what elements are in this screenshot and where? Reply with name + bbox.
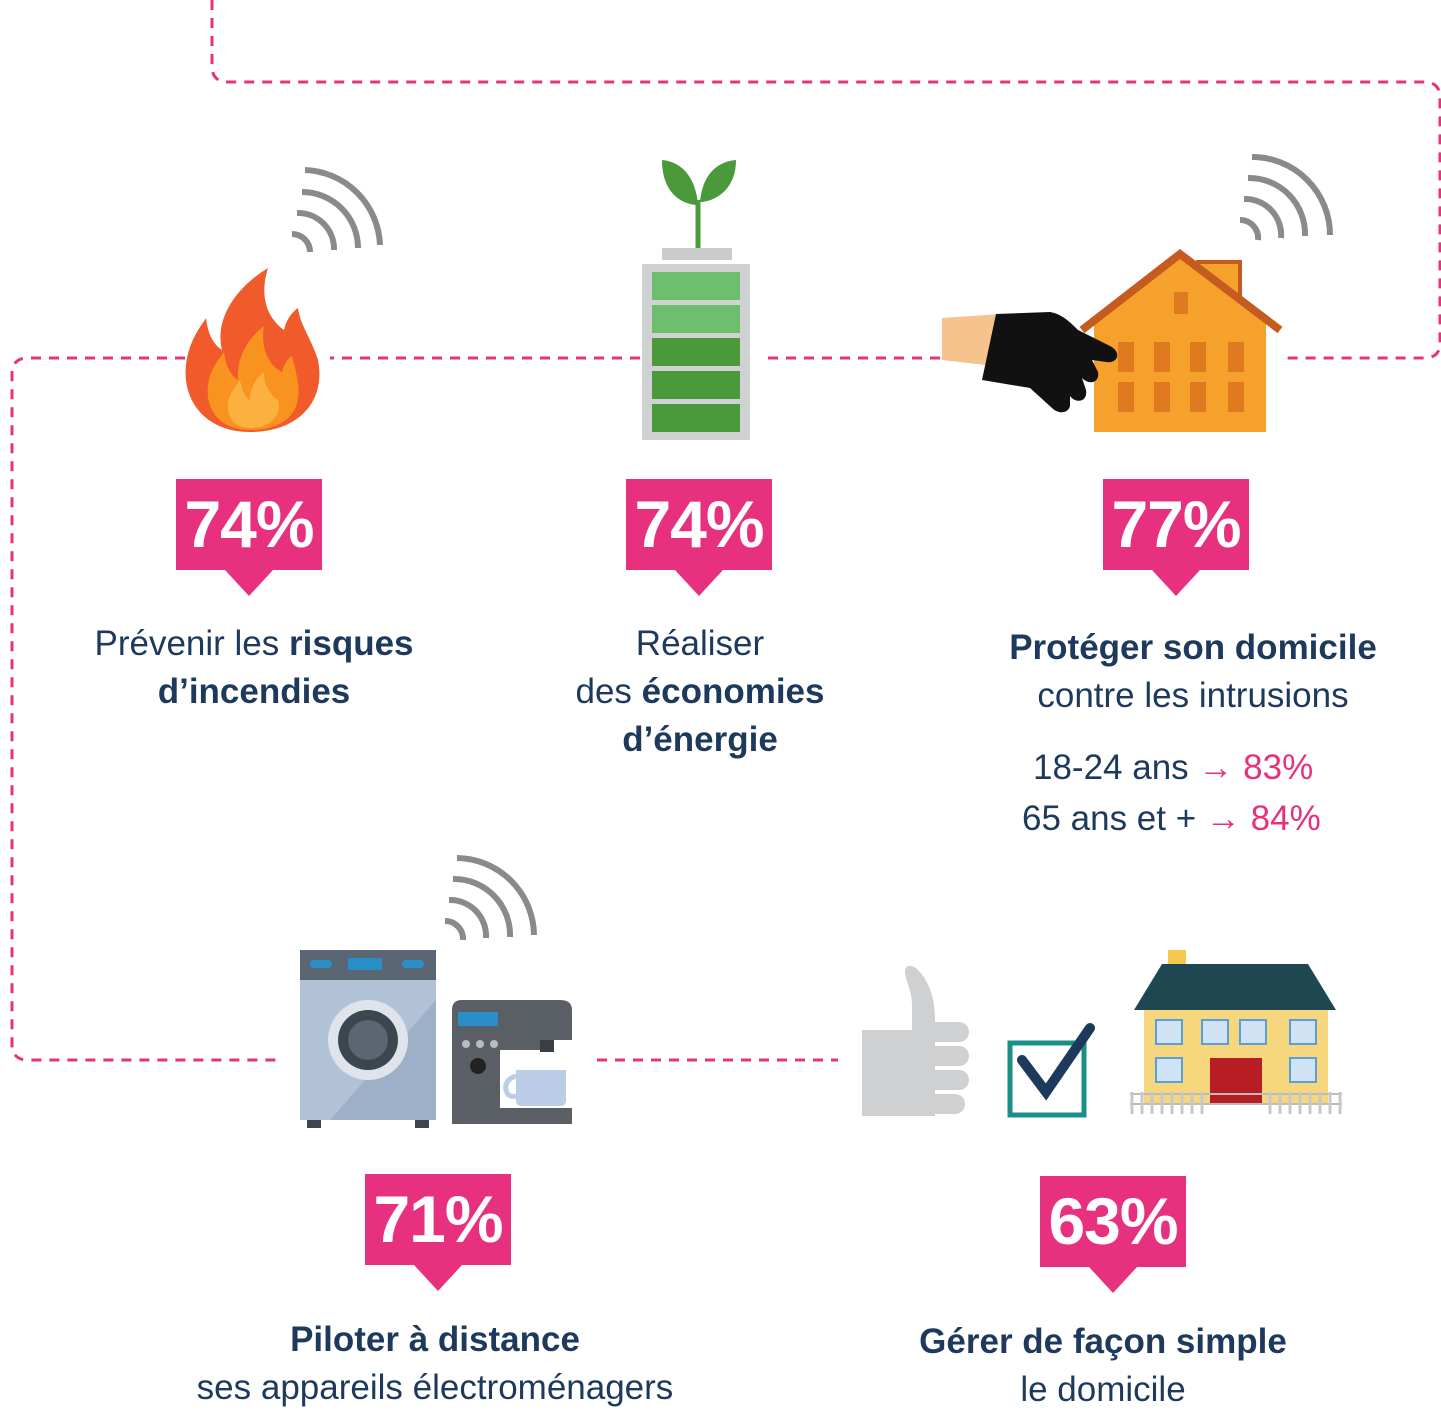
- percent-badge-appliances: 71%: [365, 1174, 511, 1291]
- arrow-icon: →: [1198, 748, 1234, 787]
- percent-badge-simple: 63%: [1040, 1176, 1186, 1293]
- caption-energy-line1: Réaliser: [635, 624, 765, 663]
- arrow-icon: →: [1205, 799, 1241, 838]
- caption-simple-line2: le domicile: [1020, 1370, 1186, 1409]
- caption-energy: Réaliser des économies d’énergie: [490, 620, 910, 764]
- caption-simple-line1: Gérer de façon simple: [919, 1322, 1287, 1361]
- dashed-connector: [10, 0, 1441, 1062]
- stat-value-18-24: 83%: [1243, 748, 1314, 787]
- caption-fire-line1a: Prévenir les: [94, 624, 290, 663]
- caption-fire: Prévenir les risques d’incendies: [34, 620, 474, 716]
- appliances-icon: [300, 855, 572, 1128]
- thumb-check-house-icon: [862, 950, 1342, 1118]
- percent-badge-intrusion: 77%: [1103, 479, 1249, 596]
- caption-fire-line2: d’incendies: [157, 672, 351, 711]
- caption-appliances-line2: ses appareils électroménagers: [196, 1368, 674, 1407]
- battery-plant-icon: [642, 160, 750, 440]
- caption-energy-line2a: des: [575, 672, 642, 711]
- caption-intrusion-line2: contre les intrusions: [1037, 676, 1349, 715]
- caption-energy-line2b: économies: [641, 672, 825, 711]
- stat-row-65-plus: 65 ans et + → 84%: [1022, 793, 1321, 845]
- stat-label-65-plus: 65 ans et +: [1022, 799, 1197, 838]
- caption-fire-line1b: risques: [289, 624, 414, 663]
- percent-badge-energy: 74%: [626, 479, 772, 596]
- percent-badge-fire: 74%: [176, 479, 322, 596]
- caption-appliances: Piloter à distance ses appareils électro…: [140, 1316, 730, 1412]
- house-hand-icon: [942, 154, 1333, 432]
- stat-value-65-plus: 84%: [1250, 799, 1321, 838]
- caption-appliances-line1: Piloter à distance: [290, 1320, 580, 1359]
- caption-simple: Gérer de façon simple le domicile: [860, 1318, 1346, 1414]
- caption-intrusion: Protéger son domicile contre les intrusi…: [950, 624, 1436, 720]
- caption-intrusion-line1: Protéger son domicile: [1009, 628, 1377, 667]
- fire-icon: [185, 167, 383, 432]
- stat-label-18-24: 18-24 ans: [1033, 748, 1189, 787]
- caption-energy-line3: d’énergie: [622, 720, 778, 759]
- stat-row-18-24: 18-24 ans → 83%: [1033, 742, 1313, 794]
